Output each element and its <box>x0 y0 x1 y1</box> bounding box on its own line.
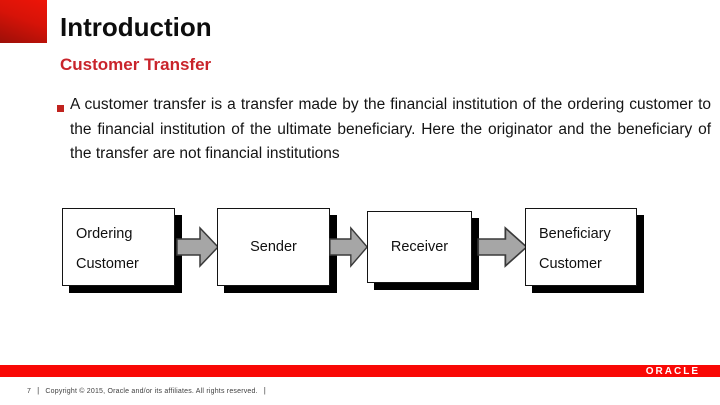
flow-box-ordering-customer: Ordering Customer <box>62 208 175 286</box>
flow-box-receiver: Receiver <box>367 211 472 283</box>
footer-bar: ORACLE <box>0 365 720 377</box>
footer-meta: 7 | Copyright © 2015, Oracle and/or its … <box>27 386 266 395</box>
oracle-logo: ORACLE <box>645 365 700 377</box>
accent-block <box>0 0 47 43</box>
flow-box-label-line: Beneficiary <box>539 226 611 242</box>
right-arrow-icon <box>329 225 369 269</box>
flow-box-label-line: Customer <box>539 256 602 272</box>
flow-box-label-line: Receiver <box>390 239 449 255</box>
flow-box-beneficiary-customer: Beneficiary Customer <box>525 208 637 286</box>
copyright-text: Copyright © 2015, Oracle and/or its affi… <box>45 388 258 395</box>
bullet-marker <box>57 105 64 112</box>
flow-box-label-line: Customer <box>76 256 139 272</box>
bullet-paragraph: A customer transfer is a transfer made b… <box>70 96 711 162</box>
flow-box-sender: Sender <box>217 208 330 286</box>
flow-box-label-line: Sender <box>250 239 297 255</box>
right-arrow-icon <box>477 225 529 269</box>
right-arrow-icon <box>176 225 220 269</box>
flow-box-label-line: Ordering <box>76 226 133 242</box>
footer-separator: | <box>37 386 40 395</box>
page-number: 7 <box>27 388 32 395</box>
slide-title: Introduction <box>60 12 212 42</box>
footer-separator: | <box>263 386 267 395</box>
slide-subtitle: Customer Transfer <box>60 55 212 74</box>
